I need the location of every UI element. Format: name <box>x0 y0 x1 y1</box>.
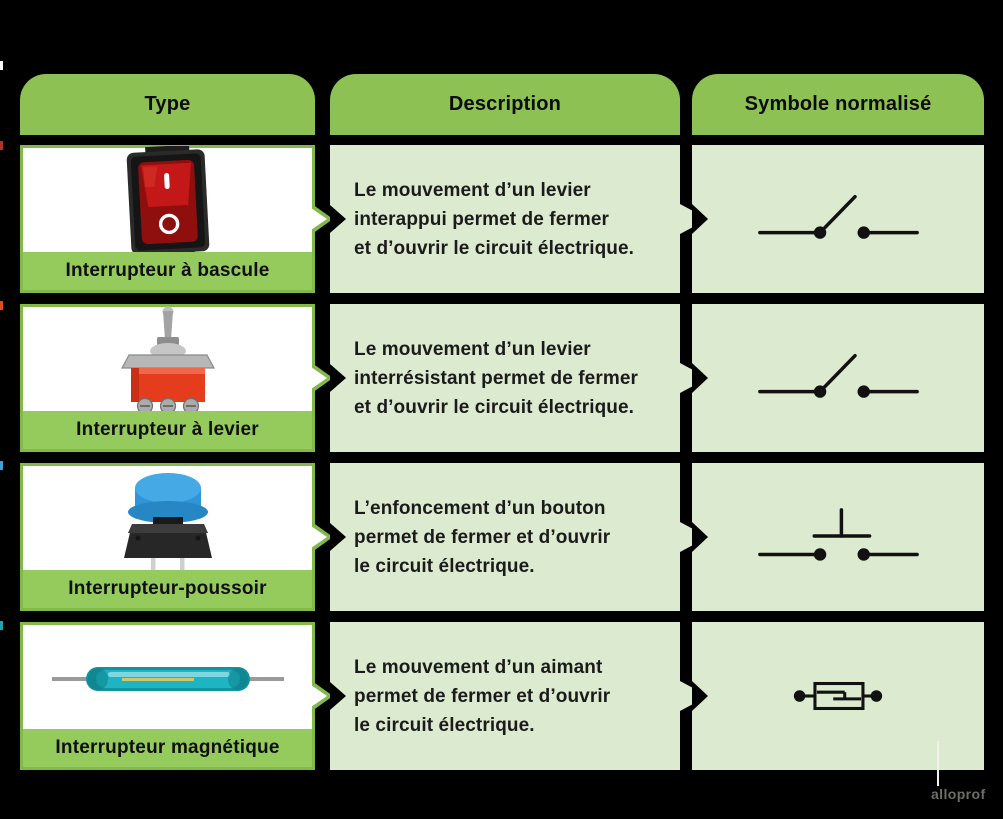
header-symbole-label: Symbole normalisé <box>744 93 932 115</box>
edge-artifact <box>0 141 3 150</box>
edge-artifact <box>0 301 3 310</box>
description-cell: L’enfoncement d’un bouton permet de ferm… <box>330 463 680 611</box>
description-text: Le mouvement d’un aimant permet de ferme… <box>354 656 611 736</box>
header-description: Description <box>330 74 680 135</box>
push-button-symbol-icon <box>756 498 921 576</box>
rocker-switch-photo <box>26 145 309 258</box>
arrow-type-inner <box>311 685 327 707</box>
table-row: Interrupteur à levier Le mouvement d’un … <box>0 304 1003 452</box>
description-cell: Le mouvement d’un levier interrésistant … <box>330 304 680 452</box>
description-text: Le mouvement d’un levier interrésistant … <box>354 338 638 418</box>
header-symbole-normalise: Symbole normalisé <box>692 74 984 135</box>
open-switch-symbol-icon <box>756 180 921 258</box>
chevron-icon <box>692 204 708 234</box>
header-type: Type <box>20 74 315 135</box>
description-cell: Le mouvement d’un levier interappui perm… <box>330 145 680 293</box>
chevron-icon <box>330 523 346 551</box>
chevron-icon <box>330 682 346 710</box>
type-label: Interrupteur-poussoir <box>23 570 312 608</box>
type-cell: Interrupteur magnétique <box>20 622 315 770</box>
description-cell: Le mouvement d’un aimant permet de ferme… <box>330 622 680 770</box>
type-label: Interrupteur magnétique <box>23 729 312 767</box>
description-text: Le mouvement d’un levier interappui perm… <box>354 179 635 259</box>
type-label: Interrupteur à levier <box>23 411 312 449</box>
type-label: Interrupteur à bascule <box>23 252 312 290</box>
chevron-icon <box>692 363 708 393</box>
edge-artifact <box>0 61 3 70</box>
table-row: Interrupteur magnétique Le mouvement d’u… <box>0 622 1003 770</box>
reed-switch-symbol-icon <box>789 672 887 720</box>
table-row: Interrupteur-poussoir L’enfoncement d’un… <box>0 463 1003 611</box>
symbol-cell <box>692 304 984 452</box>
reed-switch-photo <box>26 628 309 729</box>
arrow-type-inner <box>311 526 327 548</box>
symbol-cell <box>692 622 984 770</box>
header-description-label: Description <box>448 93 562 115</box>
chevron-icon <box>692 522 708 552</box>
alloprof-watermark: alloprof <box>931 786 986 802</box>
table-row: Interrupteur à bascule Le mouvement d’un… <box>0 145 1003 293</box>
arrow-type-inner <box>311 367 327 389</box>
type-cell: Interrupteur à bascule <box>20 145 315 293</box>
watermark-line <box>937 741 939 786</box>
edge-artifact <box>0 621 3 630</box>
symbol-cell <box>692 145 984 293</box>
chevron-icon <box>330 205 346 233</box>
description-text: L’enfoncement d’un bouton permet de ferm… <box>354 497 611 577</box>
chevron-icon <box>330 364 346 392</box>
type-cell: Interrupteur-poussoir <box>20 463 315 611</box>
arrow-type-inner <box>311 208 327 230</box>
open-switch-symbol-icon <box>756 339 921 417</box>
edge-artifact <box>0 461 3 470</box>
toggle-switch-photo <box>26 306 309 414</box>
type-cell: Interrupteur à levier <box>20 304 315 452</box>
chevron-icon <box>692 681 708 711</box>
push-button-switch-photo <box>26 469 309 572</box>
symbol-cell <box>692 463 984 611</box>
header-type-label: Type <box>144 93 191 115</box>
